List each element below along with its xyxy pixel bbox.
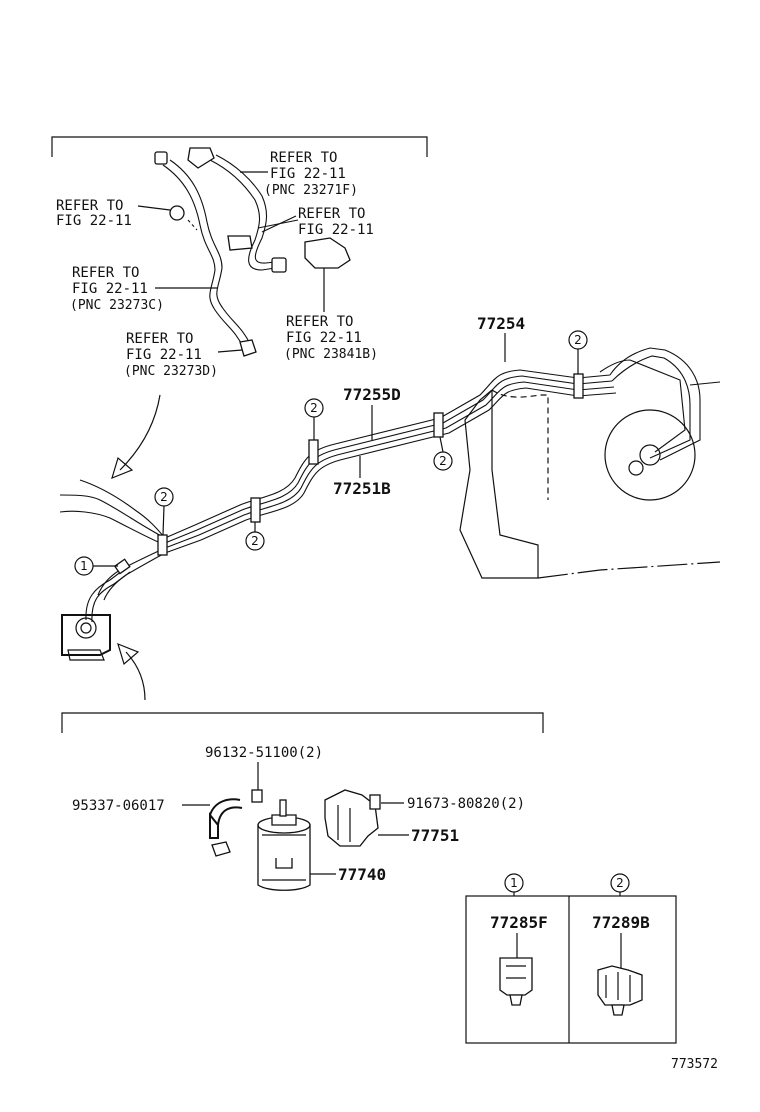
ref6-line3: (PNC 23273D) <box>124 364 218 379</box>
svg-text:2: 2 <box>574 333 582 347</box>
marker-1: 1 <box>74 556 118 576</box>
callout-91673: 91673-80820(2) <box>381 796 525 812</box>
ref4-line2: FIG 22-11 <box>72 281 148 297</box>
ref6-line1: REFER TO <box>126 331 193 347</box>
ref5-line3: (PNC 23841B) <box>284 347 378 362</box>
ref4-line3: (PNC 23273C) <box>70 298 164 313</box>
clip-legend-box: 1 2 77285F 77289B <box>465 873 677 1044</box>
callout-ref4: REFER TO FIG 22-11 (PNC 23273C) <box>70 265 218 313</box>
part-77751: 77751 <box>411 826 459 845</box>
canister-assembly <box>257 799 311 891</box>
arrow-down-icon <box>119 394 161 471</box>
marker-2-e: 2 <box>245 522 265 551</box>
marker-2-d: 2 <box>154 487 174 536</box>
part-77251B: 77251B <box>333 479 391 498</box>
ref3-line2: FIG 22-11 <box>56 213 132 229</box>
part-77254: 77254 <box>477 314 525 333</box>
ref5-line1: REFER TO <box>286 314 353 330</box>
part-96132: 96132-51100(2) <box>205 745 323 761</box>
svg-text:2: 2 <box>439 454 447 468</box>
callout-ref1: REFER TO FIG 22-11 (PNC 23271F) <box>240 150 358 198</box>
svg-text:2: 2 <box>310 401 318 415</box>
callout-ref3: REFER TO FIG 22-11 <box>56 198 171 229</box>
callout-ref5: REFER TO FIG 22-11 (PNC 23841B) <box>284 268 378 362</box>
callout-95337: 95337-06017 <box>72 798 210 814</box>
callout-77254: 77254 <box>477 314 525 362</box>
ref6-line2: FIG 22-11 <box>126 347 202 363</box>
callout-77751: 77751 <box>378 826 459 845</box>
brake-drum <box>604 409 696 501</box>
part-91673: 91673-80820(2) <box>407 796 525 812</box>
top-group-bracket <box>51 136 428 157</box>
bracket-77751 <box>251 789 381 847</box>
svg-text:1: 1 <box>80 559 88 573</box>
callout-ref6: REFER TO FIG 22-11 (PNC 23273D) <box>124 331 243 379</box>
ref5-line2: FIG 22-11 <box>286 330 362 346</box>
arrow-up-head <box>117 642 140 666</box>
callout-77251B: 77251B <box>333 456 391 498</box>
ref1-line3: (PNC 23271F) <box>264 183 358 198</box>
part-77255D: 77255D <box>343 385 401 404</box>
part-77285F: 77285F <box>490 913 548 932</box>
part-95337: 95337-06017 <box>72 798 165 814</box>
callout-77255D: 77255D <box>343 385 401 440</box>
marker-2-a: 2 <box>568 330 588 374</box>
marker-2-c: 2 <box>433 436 453 471</box>
canister-hose-95337 <box>209 798 243 857</box>
part-77740: 77740 <box>338 865 386 884</box>
callout-96132: 96132-51100(2) <box>205 745 323 790</box>
figure-number: 773572 <box>671 1057 718 1072</box>
svg-text:2: 2 <box>251 534 259 548</box>
ref1-line1: REFER TO <box>270 150 337 166</box>
top-clip-parts <box>154 147 351 357</box>
part-77289B: 77289B <box>592 913 650 932</box>
legend-marker-2: 2 <box>616 876 624 890</box>
ref2-line2: FIG 22-11 <box>298 222 374 238</box>
bottom-group-bracket <box>61 712 544 733</box>
callout-ref2: REFER TO FIG 22-11 <box>261 206 374 238</box>
callout-77740: 77740 <box>310 865 386 884</box>
body-outline <box>459 389 721 579</box>
arrow-down-head <box>111 456 134 480</box>
svg-text:2: 2 <box>160 490 168 504</box>
ref3-line1: REFER TO <box>56 198 123 214</box>
arrow-up-icon <box>125 651 146 701</box>
ref1-line2: FIG 22-11 <box>270 166 346 182</box>
ref4-line1: REFER TO <box>72 265 139 281</box>
canister-hose <box>61 558 131 661</box>
marker-2-b: 2 <box>304 398 324 440</box>
ref2-line1: REFER TO <box>298 206 365 222</box>
legend-marker-1: 1 <box>510 876 518 890</box>
